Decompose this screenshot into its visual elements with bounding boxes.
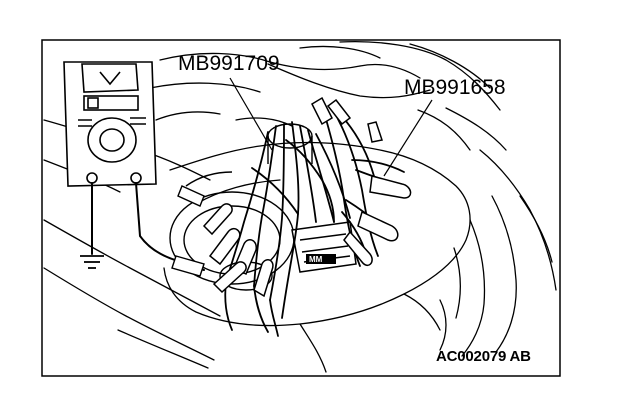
figure-code: AC002079 AB <box>436 348 531 365</box>
tool-label-mb991709: MB991709 <box>178 52 280 75</box>
diagram-frame <box>41 39 561 377</box>
multimeter-icon <box>63 61 157 187</box>
alligator-clip-icon <box>202 96 412 298</box>
pump-assembly <box>169 123 313 291</box>
probe-tip <box>171 185 205 277</box>
harness-connector-icon: MM <box>291 221 357 273</box>
label-leaders <box>229 77 433 177</box>
tool-label-mb991658: MB991658 <box>404 76 506 99</box>
ground-symbol-icon <box>80 255 104 269</box>
svg-text:MM: MM <box>309 255 323 264</box>
